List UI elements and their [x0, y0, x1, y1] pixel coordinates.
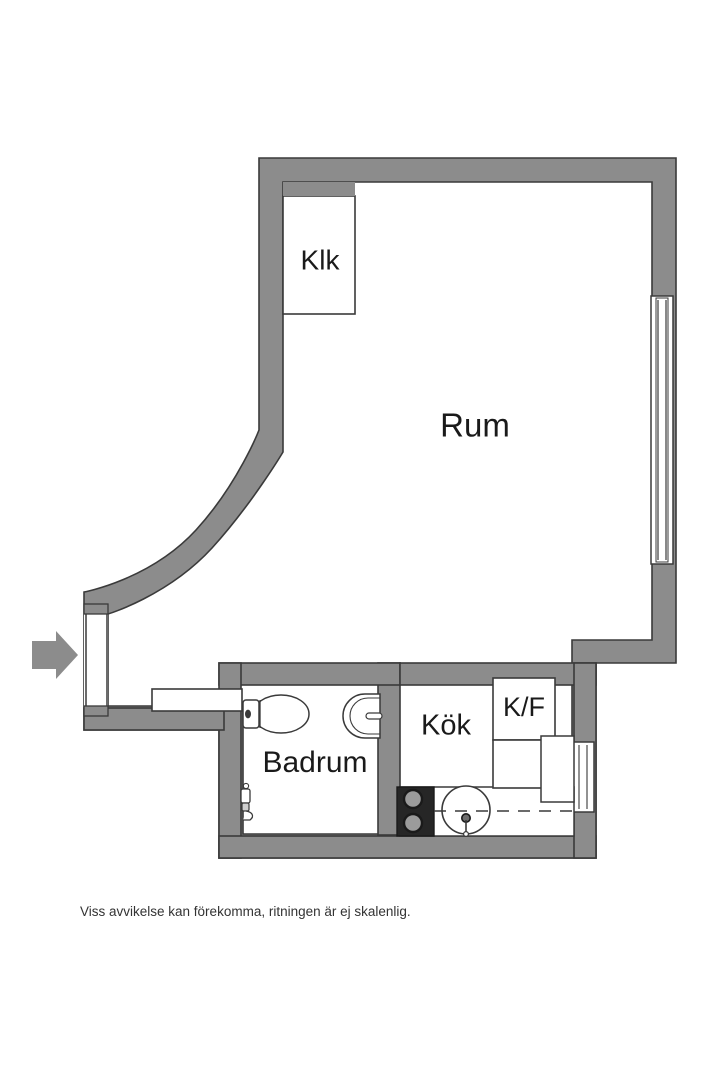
shower-mixer	[240, 782, 254, 821]
room-label-kf: K/F	[503, 692, 545, 722]
entrance-door-opening	[83, 603, 109, 717]
room-label-kok: Kök	[421, 710, 471, 742]
klk-closet-box	[282, 195, 356, 315]
room-label-klk: Klk	[301, 244, 341, 275]
cooktop-two-burners	[396, 786, 435, 837]
plan-caption: Viss avvikelse kan förekomma, ritningen …	[80, 904, 411, 919]
room-label-rum: Rum	[440, 407, 510, 444]
klk-recess-fill	[283, 182, 355, 196]
entrance-direction-arrow	[32, 631, 78, 679]
wall-bathroom-kitchen-bottom	[218, 835, 597, 859]
living-room-window	[650, 295, 674, 565]
wc-toilet	[242, 694, 310, 734]
washbasin	[342, 693, 383, 739]
kitchen-tall-cabinet	[540, 735, 575, 803]
kitchen-window	[571, 741, 595, 813]
room-label-badrum: Badrum	[262, 746, 367, 779]
kitchen-sink-round	[441, 785, 491, 837]
wall-hall-bathroom-top	[218, 662, 401, 686]
hallway-cabinet	[151, 688, 243, 712]
